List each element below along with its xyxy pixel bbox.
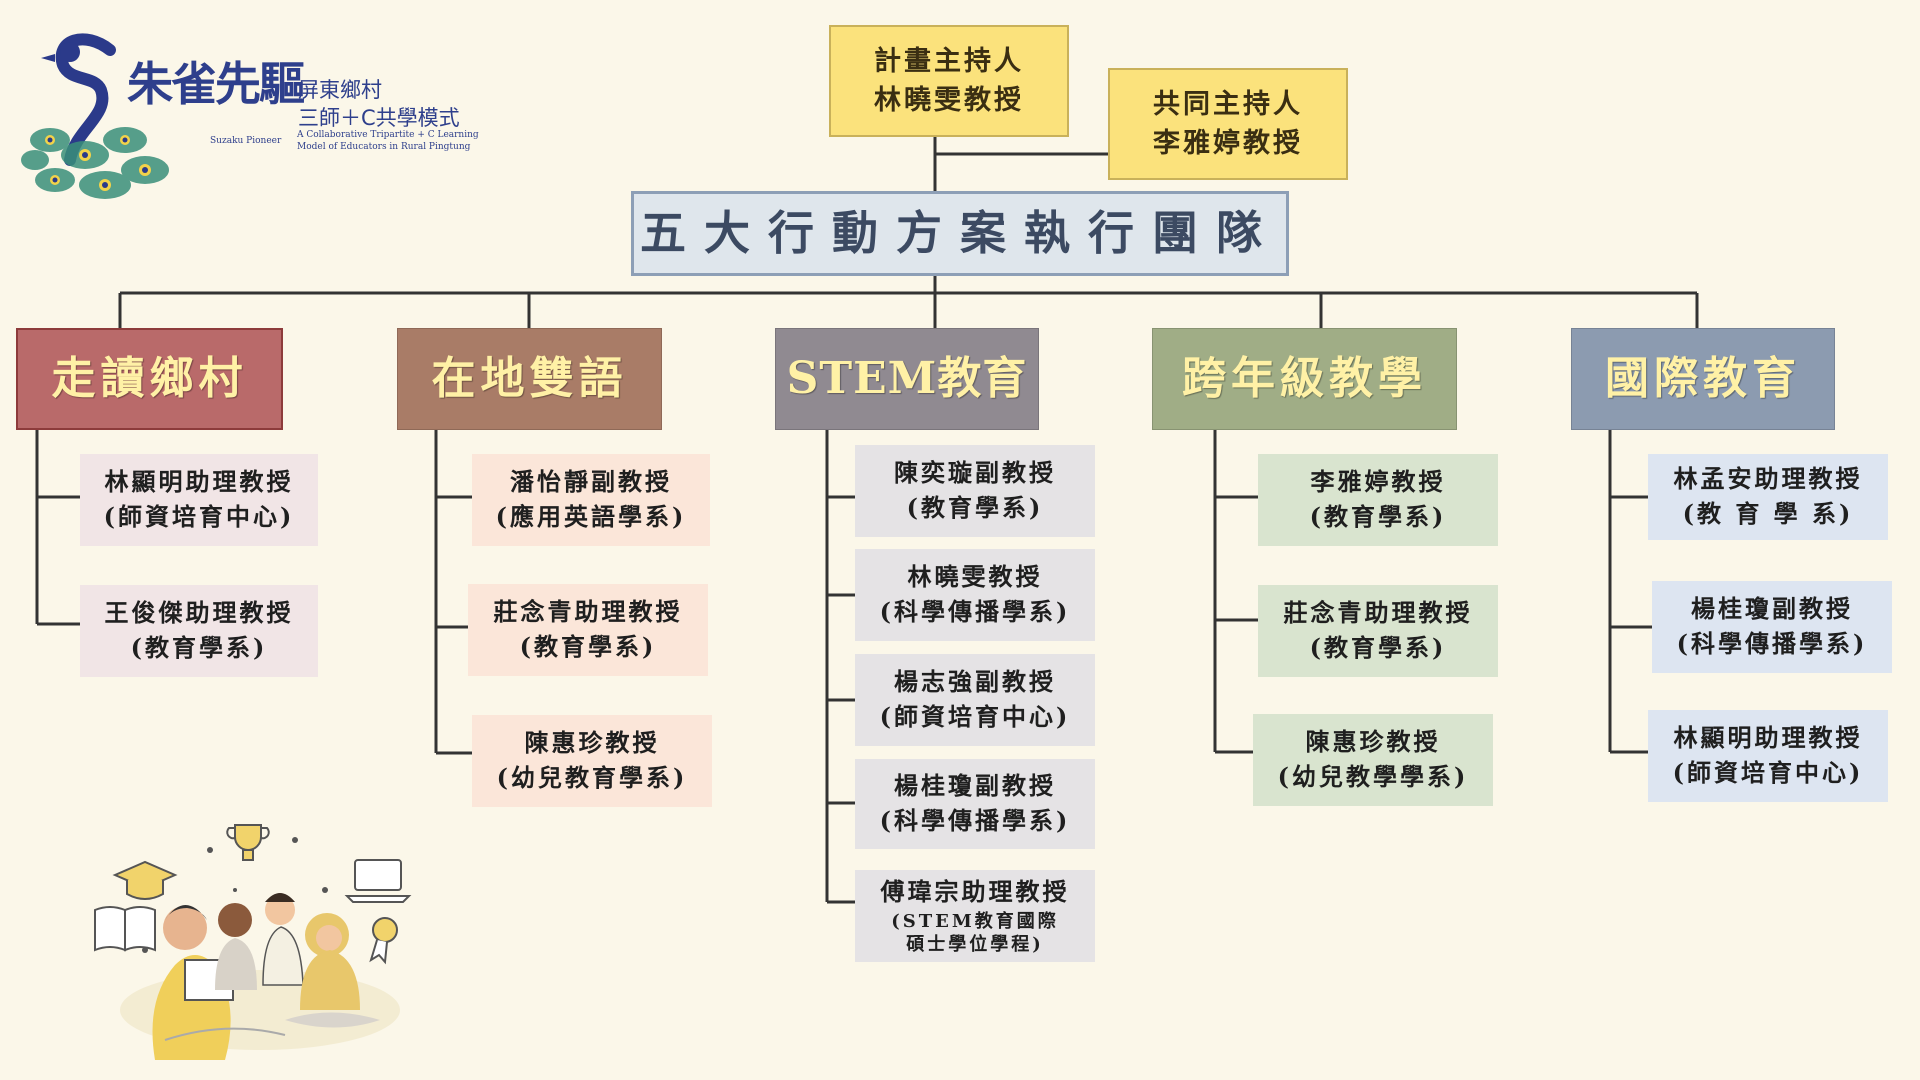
member-name: 莊念青助理教授 [493, 597, 683, 627]
member-card: 陳惠珍教授 (幼兒教學學系) [1253, 714, 1493, 806]
member-card: 莊念青助理教授 (教育學系) [1258, 585, 1498, 677]
member-dept: (科學傳播學系) [1676, 629, 1868, 658]
team-title-text: 五大行動方案執行團隊 [640, 206, 1280, 261]
member-card: 陳惠珍教授 (幼兒教育學系) [472, 715, 712, 807]
member-dept: (科學傳播學系) [879, 597, 1071, 626]
member-name: 林顯明助理教授 [1673, 723, 1863, 753]
member-card: 莊念青助理教授 (教育學系) [468, 584, 708, 676]
member-dept: (教育學系) [130, 633, 268, 662]
member-dept: (教育學系) [519, 632, 657, 661]
member-card: 潘怡靜副教授 (應用英語學系) [472, 454, 710, 546]
students-illustration [94, 824, 412, 1060]
member-dept: (幼兒教學學系) [1277, 762, 1469, 791]
peacock-icon [21, 33, 169, 199]
member-card: 林曉雯教授 (科學傳播學系) [855, 549, 1095, 641]
category-rural-walk: 走讀鄉村 [16, 328, 283, 430]
people-icon [152, 893, 380, 1060]
logo-en-line1: A Collaborative Tripartite + C Learning [297, 130, 479, 140]
leader-copi: 共同主持人 李雅婷教授 [1108, 68, 1348, 180]
member-card: 傅瑋宗助理教授 (STEM教育國際 碩士學位學程) [855, 870, 1095, 962]
member-dept: (師資培育中心) [1672, 758, 1864, 787]
member-name: 楊志強副教授 [894, 667, 1056, 697]
category-label: 國際教育 [1605, 353, 1801, 405]
member-name: 林曉雯教授 [907, 562, 1043, 592]
member-name: 林孟安助理教授 [1673, 464, 1863, 494]
category-international: 國際教育 [1571, 328, 1835, 430]
member-name: 李雅婷教授 [1310, 467, 1446, 497]
trophy-icon [226, 824, 270, 861]
member-name: 陳惠珍教授 [1305, 727, 1441, 757]
member-dept: (教育學系) [1309, 502, 1447, 531]
leader-pi-role: 計畫主持人 [874, 45, 1024, 77]
category-label: 跨年級教學 [1182, 353, 1427, 405]
logo-subtitle-1: 屏東鄉村 [298, 78, 382, 102]
member-dept: (教 育 學 系) [1682, 499, 1854, 528]
logo-en-line2: Model of Educators in Rural Pingtung [297, 142, 471, 152]
logo-subtitle-2: 三師＋C共學模式 [298, 106, 460, 130]
team-title: 五大行動方案執行團隊 [631, 191, 1289, 276]
category-stem: STEM教育 [775, 328, 1039, 430]
award-ribbon-icon [369, 917, 398, 965]
category-label: 走讀鄉村 [51, 353, 248, 405]
member-dept: (師資培育中心) [879, 702, 1071, 731]
member-card: 林顯明助理教授 (師資培育中心) [1648, 710, 1888, 802]
member-card: 楊桂瓊副教授 (科學傳播學系) [1652, 581, 1892, 673]
member-dept: (應用英語學系) [495, 502, 687, 531]
logo-title: 朱雀先驅 [127, 57, 305, 111]
member-card: 林顯明助理教授 (師資培育中心) [80, 454, 318, 546]
open-book-icon [94, 906, 156, 952]
laptop-icon [344, 859, 412, 903]
member-name: 陳奕璇副教授 [894, 458, 1056, 488]
member-name: 楊桂瓊副教授 [1691, 594, 1853, 624]
member-dept: (師資培育中心) [103, 502, 295, 531]
member-card: 林孟安助理教授 (教 育 學 系) [1648, 454, 1888, 540]
member-dept: (教育學系) [906, 493, 1044, 522]
member-name: 楊桂瓊副教授 [894, 771, 1056, 801]
logo: 朱雀先驅 屏東鄉村 三師＋C共學模式 Suzaku Pioneer A Coll… [15, 20, 485, 210]
member-card: 王俊傑助理教授 (教育學系) [80, 585, 318, 677]
member-dept: (教育學系) [1309, 633, 1447, 662]
category-multigrade: 跨年級教學 [1152, 328, 1457, 430]
member-card: 李雅婷教授 (教育學系) [1258, 454, 1498, 546]
member-name: 潘怡靜副教授 [510, 467, 672, 497]
member-name: 莊念青助理教授 [1283, 598, 1473, 628]
member-card: 陳奕璇副教授 (教育學系) [855, 445, 1095, 537]
member-dept: (STEM教育國際 [891, 911, 1059, 932]
member-dept-line2: 碩士學位學程) [906, 934, 1044, 956]
member-card: 楊桂瓊副教授 (科學傳播學系) [855, 759, 1095, 849]
member-card: 楊志強副教授 (師資培育中心) [855, 654, 1095, 746]
category-label: STEM教育 [786, 353, 1028, 405]
category-local-bilingual: 在地雙語 [397, 328, 662, 430]
graduation-cap-icon [112, 860, 178, 900]
logo-en-name: Suzaku Pioneer [210, 136, 282, 146]
leader-pi-name: 林曉雯教授 [874, 85, 1024, 116]
leader-copi-role: 共同主持人 [1153, 88, 1303, 120]
member-name: 傅瑋宗助理教授 [880, 877, 1070, 907]
category-label: 在地雙語 [431, 353, 628, 405]
member-dept: (幼兒教育學系) [496, 763, 688, 792]
leader-copi-name: 李雅婷教授 [1153, 128, 1303, 159]
member-dept: (科學傳播學系) [879, 806, 1071, 835]
member-name: 王俊傑助理教授 [104, 598, 294, 628]
member-name: 林顯明助理教授 [104, 467, 294, 497]
member-name: 陳惠珍教授 [524, 728, 660, 758]
leader-pi: 計畫主持人 林曉雯教授 [829, 25, 1069, 137]
